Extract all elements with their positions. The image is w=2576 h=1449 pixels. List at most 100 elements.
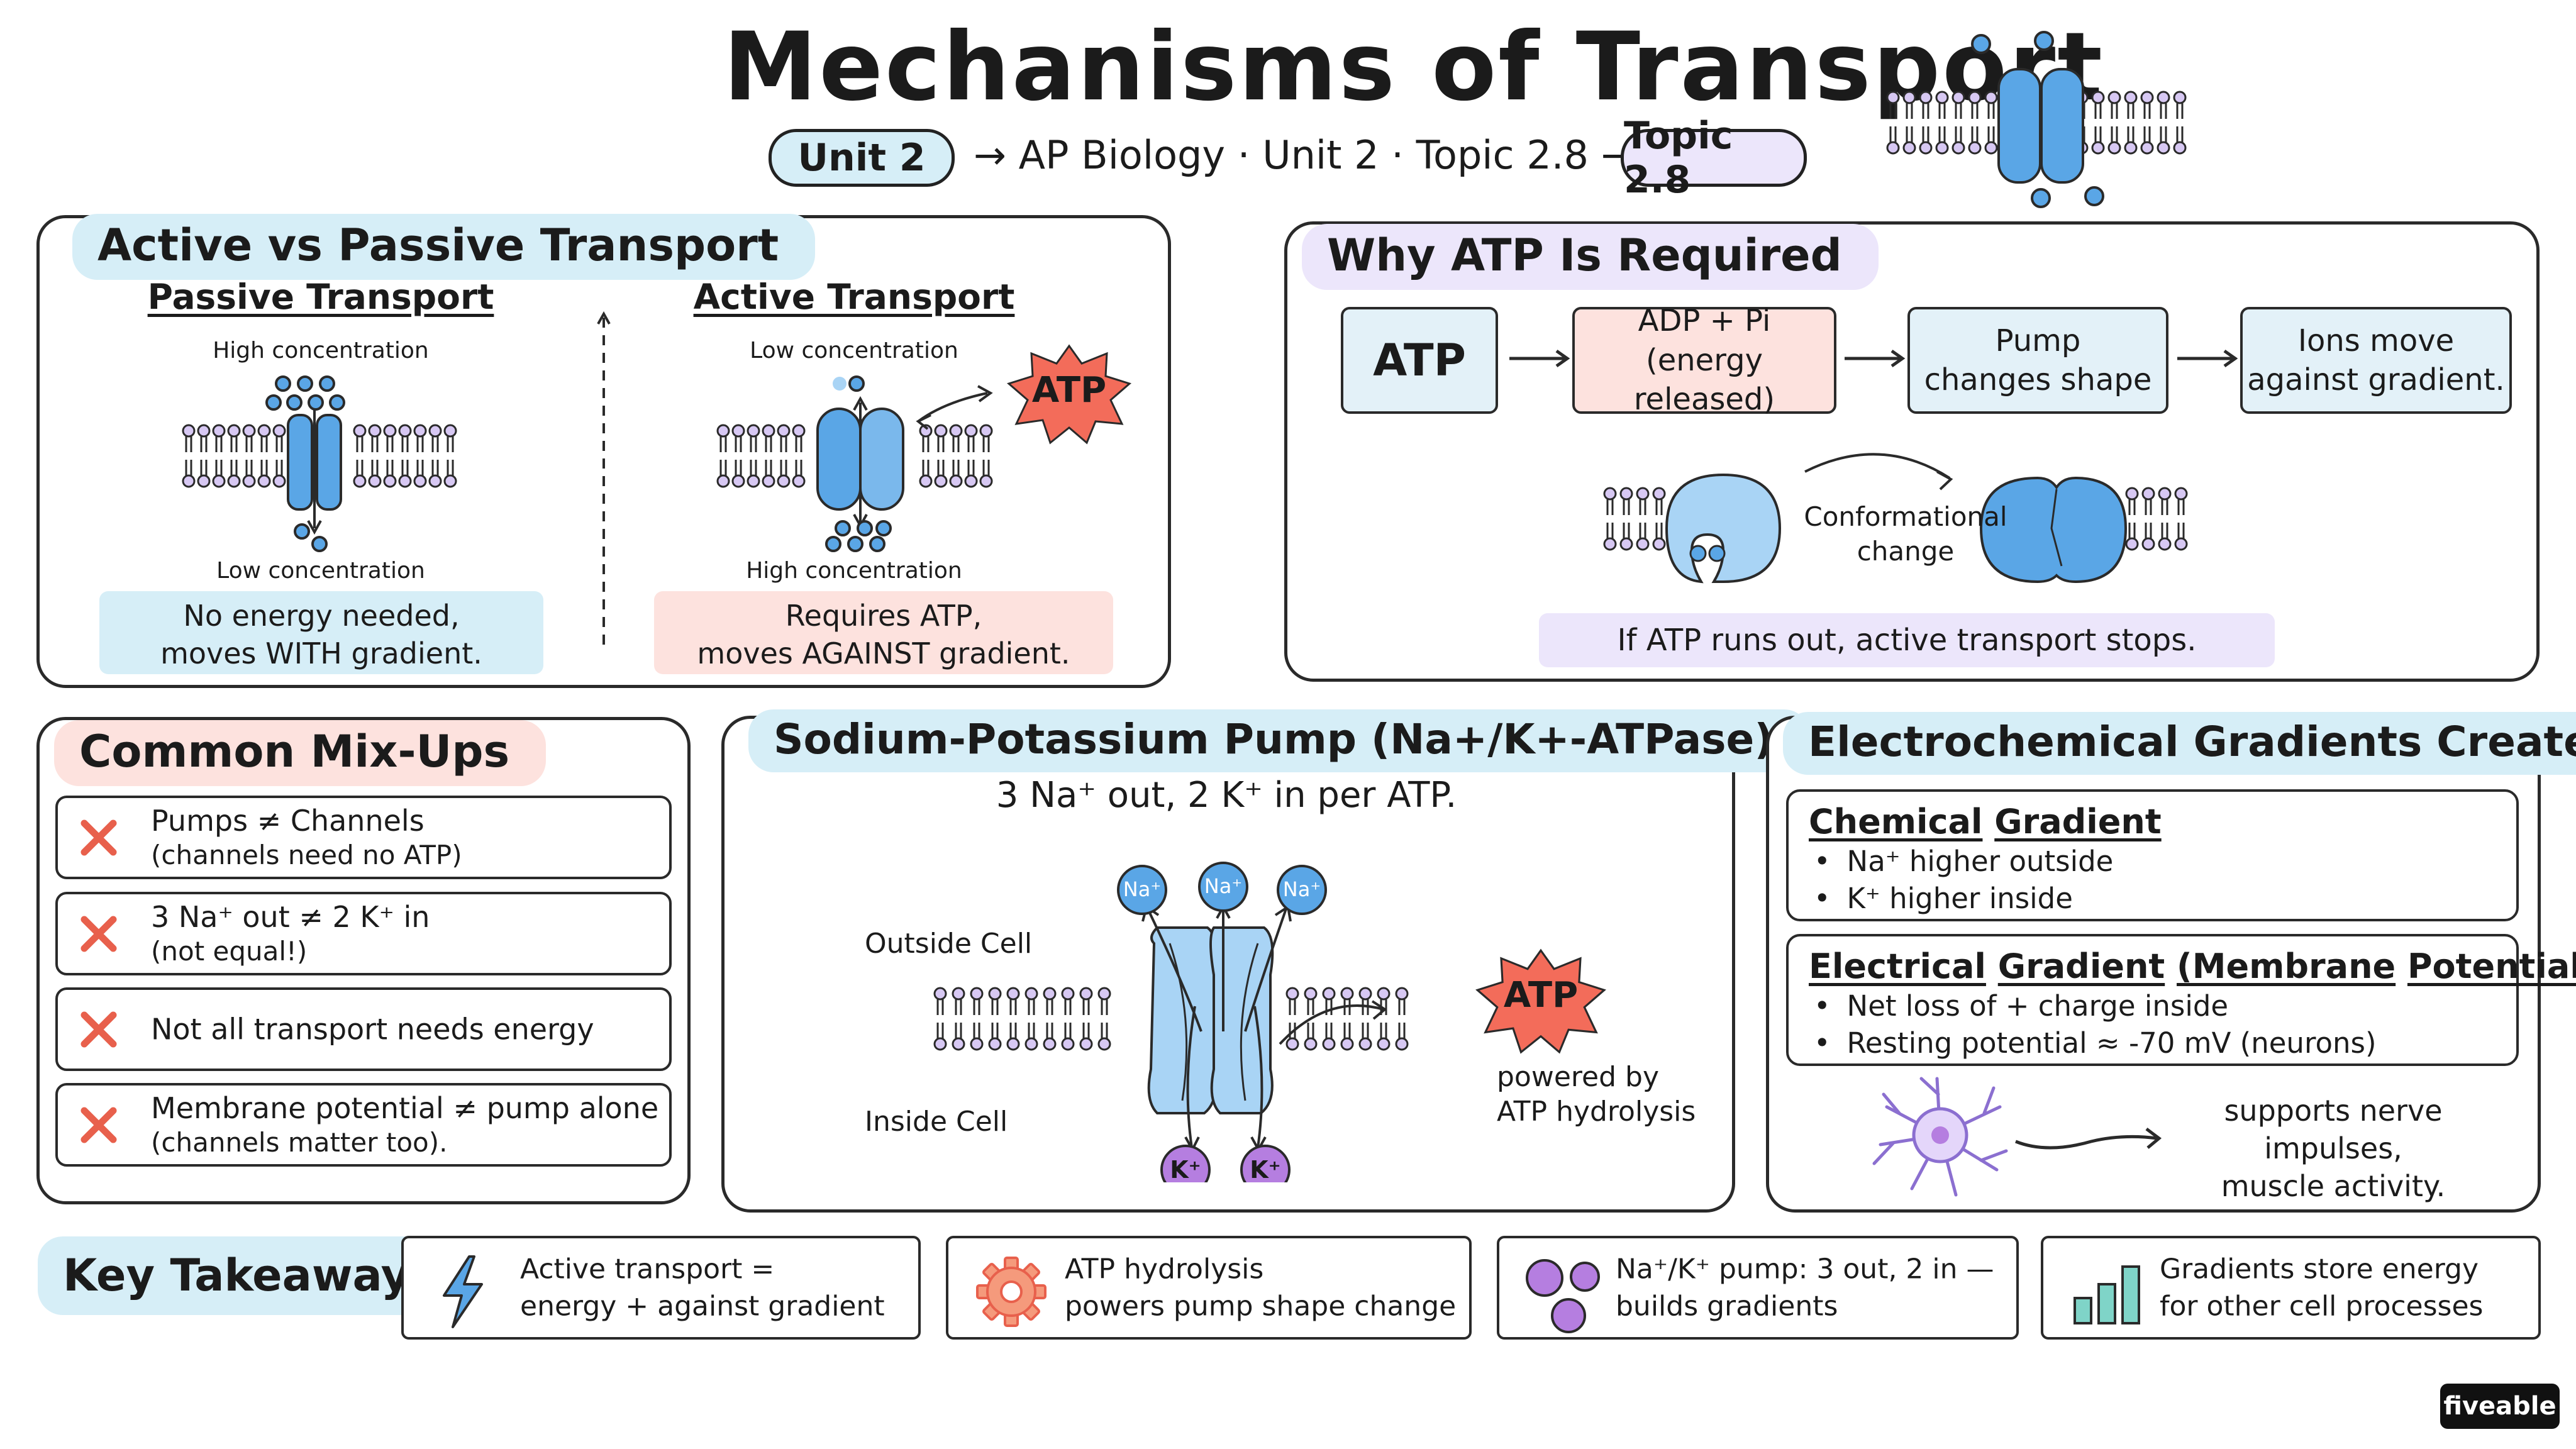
arrow-right-icon [2015,1128,2162,1150]
outside-cell-label: Outside Cell [865,928,1033,960]
bar-chart-icon [2074,1265,2140,1324]
x-mark-icon [77,1103,121,1147]
electrical-gradient-box: Electrical Gradient (Membrane Potential)… [1786,934,2576,1066]
key-takeaways-title: Key Takeaways [38,1236,461,1315]
supports-line2: muscle activity. [2221,1169,2446,1203]
mixup-item-3: Not all transport needs energy [55,987,672,1071]
sodium-potassium-pump-diagram [933,862,1409,1182]
passive-note-line1: No energy needed, [183,599,460,633]
step-adp-line2: (energy released) [1633,342,1775,418]
step-arrows [1509,349,2238,368]
powered-line2: ATP hydrolysis [1497,1096,1696,1128]
gradient-word: Gradient [1994,802,2162,841]
step-adp: ADP + Pi (energy released) [1572,303,1836,417]
subtitle: → AP Biology · Unit 2 · Topic 2.8 → [974,132,1634,178]
conformational-change-diagram [1603,453,2188,584]
powered-line1: powered by [1497,1061,1659,1093]
mixup-item-4: Membrane potential ≠ pump alone(channels… [55,1083,672,1167]
conformational-line1: Conformational [1804,501,2007,532]
pump-atp-burst-icon [1475,948,1606,1054]
mixup-main: Not all transport needs energy [151,1011,594,1046]
takeaway-card-3: Na⁺/K⁺ pump: 3 out, 2 in — builds gradien… [1497,1236,2019,1340]
mixups-title: Common Mix-Ups [54,720,547,786]
active-note-line2: moves AGAINST gradient. [697,636,1070,670]
electrical-word: Electrical [1809,947,1986,986]
topic-pill: Topic 2.8 [1621,114,1807,202]
step-adp-line1: ADP + Pi [1638,303,1771,339]
atp-burst-icon [1006,344,1132,445]
step-atp: ATP [1341,307,1498,414]
ions-icon [1526,1259,1600,1333]
takeaway-line1: Active transport = [520,1253,775,1285]
x-mark-icon [77,912,121,956]
gradient-word: Gradient [1997,947,2165,986]
active-note: Requires ATP, moves AGAINST gradient. [654,591,1113,674]
active-top-label: Low concentration [750,338,958,364]
page-title: Mechanisms of Transport [723,13,2104,122]
takeaway-line1: Gradients store energy [2160,1253,2479,1285]
unit-pill: Unit 2 [769,129,955,187]
gradients-title: Electrochemical Gradients Created [1783,712,2576,775]
passive-bottom-label: Low concentration [216,558,425,584]
membrane-word: (Membrane [2177,947,2396,986]
na-ion-label-3: Na⁺ [1282,877,1321,901]
step-pump-line1: Pump [1995,323,2081,358]
conformational-line2: change [1857,535,1955,567]
na-ion-label-1: Na⁺ [1123,877,1162,901]
divider-arrow [597,311,611,645]
takeaway-line2: powers pump shape change [1065,1290,1457,1323]
chemical-bullet-1: Na⁺ higher outside [1814,843,2114,880]
takeaway-card-4: Gradients store energy for other cell pro… [2041,1236,2541,1340]
passive-note: No energy needed, moves WITH gradient. [99,591,543,674]
atp-runs-out-note: If ATP runs out, active transport stops. [1539,613,2275,667]
chemical-word: Chemical [1809,802,1983,841]
inside-cell-label: Inside Cell [865,1106,1008,1138]
why-atp-title: Why ATP Is Required [1302,224,1879,290]
mixup-main: 3 Na⁺ out ≠ 2 K⁺ in [151,899,430,934]
step-ions-line2: against gradient. [2247,362,2505,397]
active-passive-title: Active vs Passive Transport [72,214,816,280]
passive-note-line2: moves WITH gradient. [160,636,482,670]
x-mark-icon [77,1008,121,1052]
takeaway-line2: builds gradients [1616,1290,1838,1323]
active-title: Active Transport [693,277,1015,317]
x-mark-icon [77,816,121,860]
passive-channel-diagram [182,375,457,552]
takeaway-line2: energy + against gradient [520,1290,885,1323]
electrical-bullet-2: Resting potential ≈ -70 mV (neurons) [1814,1025,2377,1062]
takeaway-line1: ATP hydrolysis [1065,1253,1264,1285]
active-bottom-label: High concentration [746,558,962,584]
na-ion-label-2: Na⁺ [1204,874,1243,898]
mixup-item-2: 3 Na⁺ out ≠ 2 K⁺ in(not equal!) [55,892,672,975]
chemical-bullet-2: K⁺ higher inside [1814,880,2113,918]
pump-atp-label: ATP [1503,975,1579,1016]
mixup-item-1: Pumps ≠ Channels(channels need no ATP) [55,796,672,879]
conformational-label: Conformational change [1786,500,2025,569]
passive-title: Passive Transport [147,277,494,317]
mixup-sub: (channels need no ATP) [151,840,462,870]
fiveable-logo: fiveable [2440,1384,2560,1429]
takeaway-line1: Na⁺/K⁺ pump: 3 out, 2 in — [1616,1253,1994,1285]
membrane-channel-illustration [1886,31,2187,208]
neuron-icon [1872,1077,2008,1197]
potential-word: Potential) [2407,947,2576,986]
supports-line1: supports nerve impulses, [2224,1094,2443,1165]
electrical-bullet-1: Net loss of + charge inside [1814,988,2377,1025]
gear-icon [976,1257,1046,1327]
mixup-main: Pumps ≠ Channels [151,803,425,838]
why-atp-panel [1284,221,2540,682]
takeaway-line2: for other cell processes [2160,1290,2484,1323]
mixup-sub: (not equal!) [151,936,308,967]
active-pump-diagram [716,375,993,552]
powered-by-label: powered by ATP hydrolysis [1497,1060,1696,1129]
chemical-gradient-box: Chemical Gradient Na⁺ higher outside K⁺ … [1786,789,2519,921]
step-ions-line1: Ions move [2297,323,2455,358]
pump-subtitle: 3 Na⁺ out, 2 K⁺ in per ATP. [996,775,1457,816]
takeaway-card-2: ATP hydrolysis powers pump shape change [946,1236,1472,1340]
step-ions: Ions move against gradient. [2240,307,2512,414]
pump-title: Sodium-Potassium Pump (Na+/K+-ATPase) [748,709,1810,772]
step-atp-text: ATP [1373,334,1466,386]
supports-label: supports nerve impulses, muscle activity… [2157,1092,2509,1205]
step-pump-line2: changes shape [1924,362,2152,397]
takeaway-card-1: Active transport = energy + against gradi… [401,1236,921,1340]
